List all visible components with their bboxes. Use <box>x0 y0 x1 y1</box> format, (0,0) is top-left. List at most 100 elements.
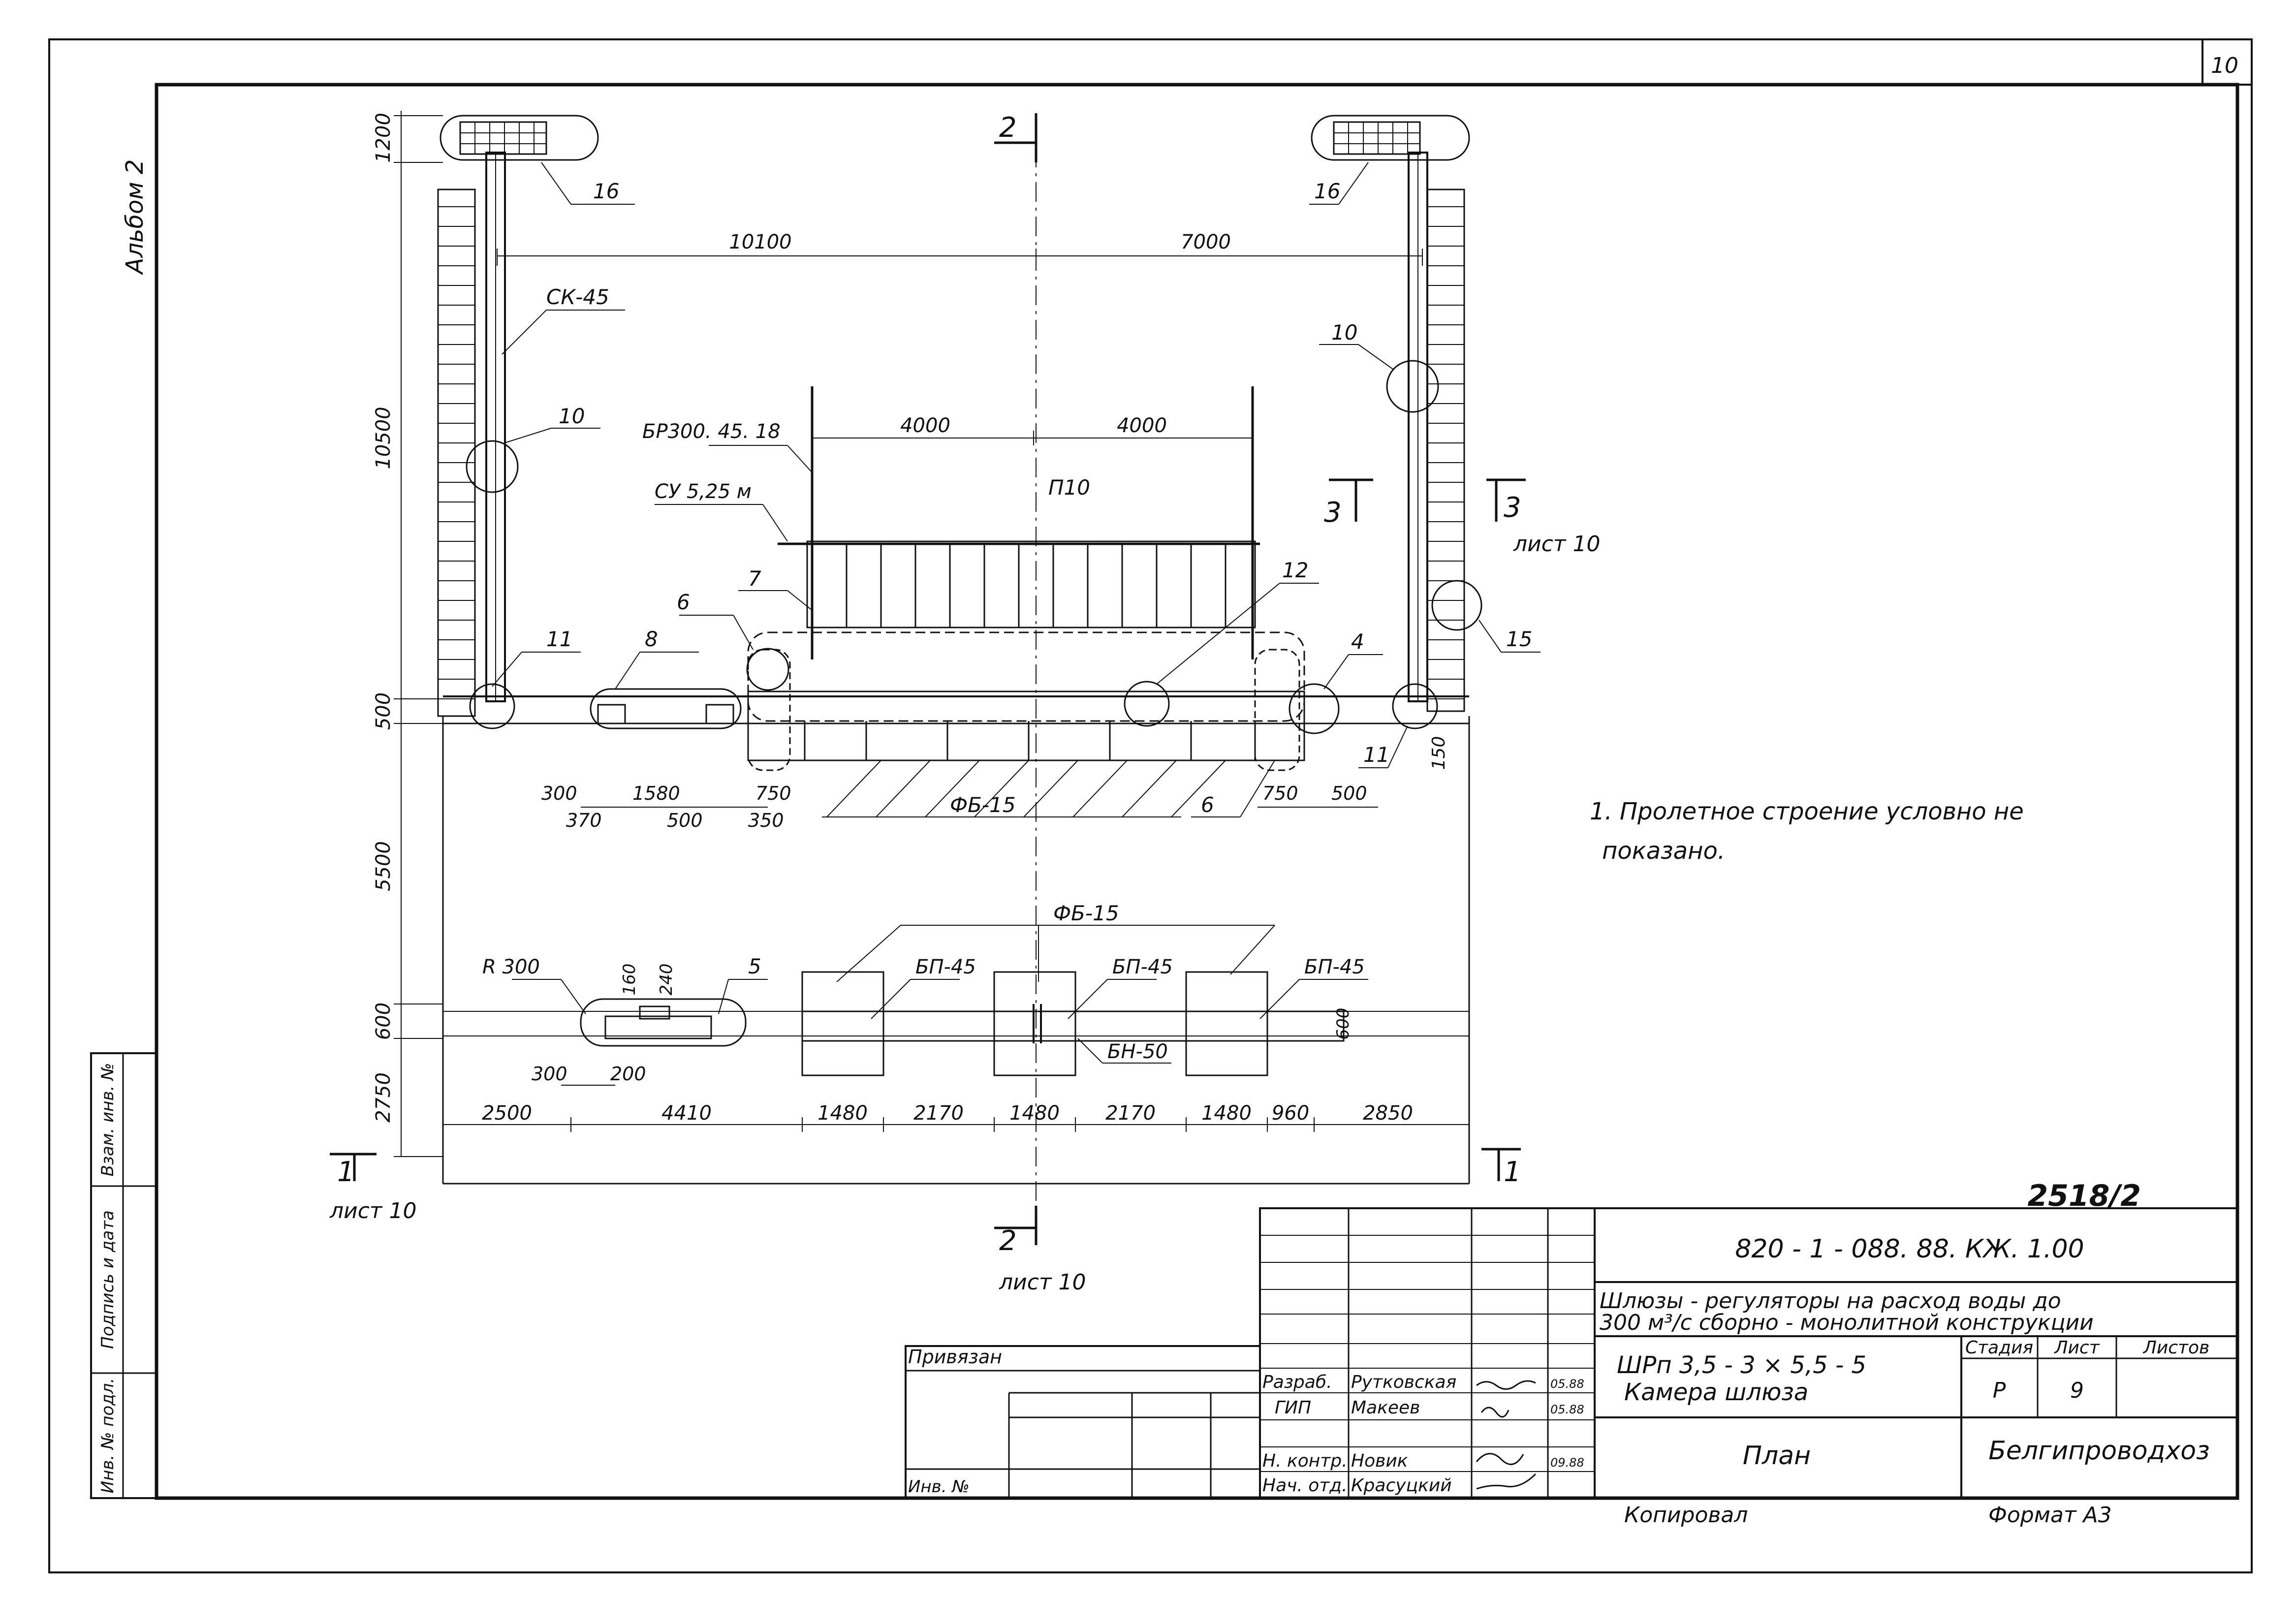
label-bp45-3: БП-45 <box>1304 956 1365 978</box>
title-privyazan: Привязан <box>908 1346 1002 1368</box>
label-br: БР300. 45. 18 <box>642 420 781 443</box>
role-2-date: 09.88 <box>1550 1456 1584 1470</box>
dim-10500: 10500 <box>372 407 395 469</box>
title-block <box>905 1207 2238 1500</box>
dim-350: 350 <box>748 810 784 831</box>
title-object-1: ШРп 3,5 - 3 × 5,5 - 5 <box>1617 1351 1866 1379</box>
section-2-top: 2 <box>999 112 1017 144</box>
dim-600-right: 600 <box>1333 1008 1353 1040</box>
title-inv-no: Инв. № <box>908 1477 970 1497</box>
dim-500b: 500 <box>1331 783 1367 804</box>
section-1-left: 1 <box>337 1156 355 1188</box>
dim-600: 600 <box>372 1003 395 1040</box>
dim-bottom-4: 1480 <box>1009 1102 1060 1125</box>
label-bp45-1: БП-45 <box>915 956 976 978</box>
dim-10100: 10100 <box>729 231 791 253</box>
section-1-sheet: лист 10 <box>329 1198 417 1223</box>
section-3-left: 3 <box>1324 497 1342 529</box>
dim-bottom-1: 4410 <box>661 1102 712 1125</box>
label-fb15-top: ФБ-15 <box>950 793 1016 817</box>
callout-10-left: 10 <box>559 404 585 428</box>
section-3-sheet: лист 10 <box>1513 532 1601 557</box>
dim-2750: 2750 <box>372 1072 395 1123</box>
dim-160: 160 <box>620 964 639 996</box>
callout-6-top: 6 <box>677 590 690 614</box>
dim-7000: 7000 <box>1181 231 1231 253</box>
callout-4: 4 <box>1351 629 1364 654</box>
page-number: 10 <box>2211 53 2238 78</box>
callout-12: 12 <box>1282 558 1308 582</box>
dim-370: 370 <box>566 810 602 831</box>
dim-bottom-3: 2170 <box>913 1102 964 1125</box>
title-col-sheet: Лист <box>2053 1338 2100 1358</box>
dim-bottom-5: 2170 <box>1105 1102 1156 1125</box>
role-2: Н. контр. <box>1262 1451 1348 1471</box>
dim-4000-right: 4000 <box>1117 414 1167 437</box>
section-2-bottom: 2 <box>999 1225 1017 1257</box>
callout-10-right: 10 <box>1331 320 1357 345</box>
dim-bottom-0: 2500 <box>482 1102 532 1125</box>
role-0: Разраб. <box>1262 1372 1332 1392</box>
title-project-2: 300 м³/с сборно - монолитной конструкции <box>1600 1310 2094 1335</box>
label-su: СУ 5,25 м <box>655 480 752 503</box>
callout-5: 5 <box>748 954 761 978</box>
callout-11-left: 11 <box>546 627 572 651</box>
dim-1580: 1580 <box>632 783 680 804</box>
dim-bottom-2: 1480 <box>818 1102 868 1125</box>
title-sheet-name: План <box>1743 1441 1811 1471</box>
note-line2: показано. <box>1602 837 1725 865</box>
callout-15: 15 <box>1506 627 1532 651</box>
dim-5500: 5500 <box>372 841 395 891</box>
role-3-name: Красуцкий <box>1351 1475 1452 1496</box>
callout-16-right: 16 <box>1314 179 1340 203</box>
callout-6-bottom: 6 <box>1201 793 1214 817</box>
dim-500: 500 <box>372 692 395 730</box>
element-labels: СК-45 БР300. 45. 18 СУ 5,25 м П10 ФБ-15 … <box>482 179 1532 1063</box>
callout-7: 7 <box>748 566 761 591</box>
label-bn50: БН-50 <box>1107 1040 1168 1063</box>
title-organization: Белгипроводхоз <box>1988 1436 2210 1466</box>
bottom-dimension-chain: 2500 4410 1480 2170 1480 2170 1480 960 2… <box>482 1102 1413 1125</box>
dim-4000-left: 4000 <box>900 414 950 437</box>
side-podpis: Подпись и дата <box>98 1210 118 1349</box>
title-sheet-no: 9 <box>2070 1378 2084 1403</box>
section-1-right: 1 <box>1504 1156 1521 1188</box>
title-stage: Р <box>1993 1378 2006 1403</box>
side-inv-podl: Инв. № подл. <box>98 1378 118 1494</box>
section-markers <box>330 113 1526 1245</box>
section-3-right: 3 <box>1504 492 1521 524</box>
role-1-date: 05.88 <box>1550 1403 1584 1416</box>
dim-1200: 1200 <box>372 113 395 163</box>
role-2-name: Новик <box>1351 1451 1408 1471</box>
title-col-sheets: Листов <box>2142 1338 2209 1358</box>
dim-750a: 750 <box>755 783 791 804</box>
side-stamp <box>90 1052 157 1499</box>
side-vzam: Взам. инв. № <box>98 1063 118 1177</box>
album-label: Альбом 2 <box>121 159 149 276</box>
signatures <box>1476 1380 1537 1490</box>
section-2-sheet: лист 10 <box>999 1270 1086 1295</box>
dim-300: 300 <box>541 783 577 804</box>
dim-240: 240 <box>657 964 676 996</box>
dim-bottom-7: 960 <box>1272 1102 1309 1125</box>
role-0-name: Рутковская <box>1351 1372 1456 1392</box>
title-project-1: Шлюзы - регуляторы на расход воды до <box>1600 1288 2061 1314</box>
dim-500a: 500 <box>667 810 703 831</box>
callout-11-right: 11 <box>1363 743 1389 767</box>
label-fb15-bottom: ФБ-15 <box>1053 901 1119 925</box>
dimension-lines <box>394 111 1470 1157</box>
label-bp45-2: БП-45 <box>1112 956 1173 978</box>
role-0-date: 05.88 <box>1550 1377 1584 1391</box>
role-1-name: Макеев <box>1351 1398 1420 1418</box>
title-object-2: Камера шлюза <box>1624 1379 1808 1406</box>
title-col-stage: Стадия <box>1965 1338 2033 1358</box>
note-line1: 1. Пролетное строение условно не <box>1590 798 2024 825</box>
callout-8: 8 <box>645 627 658 651</box>
plan-drawing <box>437 113 1482 1245</box>
dim-150: 150 <box>1429 736 1449 770</box>
dim-750b: 750 <box>1262 783 1298 804</box>
dim-300b: 300 <box>532 1063 567 1085</box>
callout-16-left: 16 <box>593 179 619 203</box>
role-3: Нач. отд. <box>1262 1475 1348 1496</box>
